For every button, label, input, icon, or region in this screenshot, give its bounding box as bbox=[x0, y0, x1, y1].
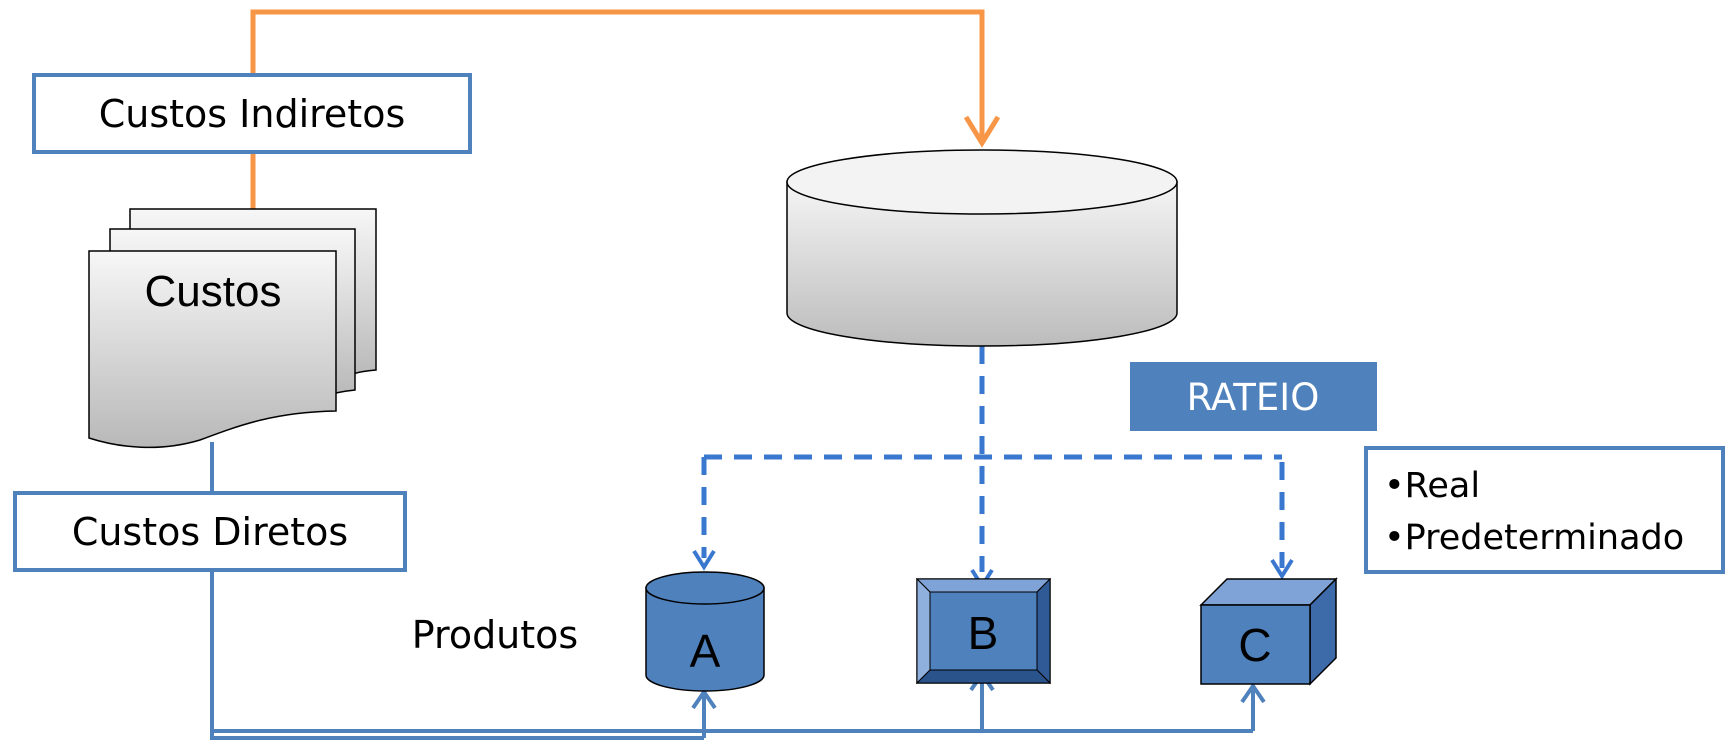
custos-indiretos-box: Custos Indiretos bbox=[32, 73, 472, 154]
cost-pool-cylinder-icon bbox=[786, 149, 1178, 347]
product-c-cube-icon: C bbox=[1199, 577, 1338, 686]
custos-diretos-box: Custos Diretos bbox=[13, 491, 407, 572]
indirect-cost-flow-line bbox=[250, 9, 1001, 210]
allocation-methods-box: •Real •Predeterminado bbox=[1364, 446, 1725, 574]
method-real: •Real bbox=[1384, 466, 1480, 506]
method-predeterminado: •Predeterminado bbox=[1384, 518, 1684, 558]
product-a-label: A bbox=[690, 625, 721, 677]
custos-diretos-label: Custos Diretos bbox=[72, 510, 348, 554]
rateio-allocation-lines bbox=[692, 346, 1294, 590]
custos-document-stack-icon: Custos bbox=[88, 208, 377, 449]
rateio-label: RATEIO bbox=[1187, 376, 1320, 419]
product-c-label: C bbox=[1238, 619, 1271, 671]
direct-cost-flow-line bbox=[210, 442, 1266, 740]
product-a-cylinder-icon: A bbox=[645, 571, 765, 692]
produtos-label: Produtos bbox=[412, 613, 578, 657]
product-b-label: B bbox=[968, 607, 999, 659]
custos-indiretos-label: Custos Indiretos bbox=[99, 92, 406, 136]
rateio-badge: RATEIO bbox=[1130, 362, 1377, 431]
custos-label: Custos bbox=[145, 267, 282, 316]
product-b-bevel-icon: B bbox=[915, 577, 1052, 685]
